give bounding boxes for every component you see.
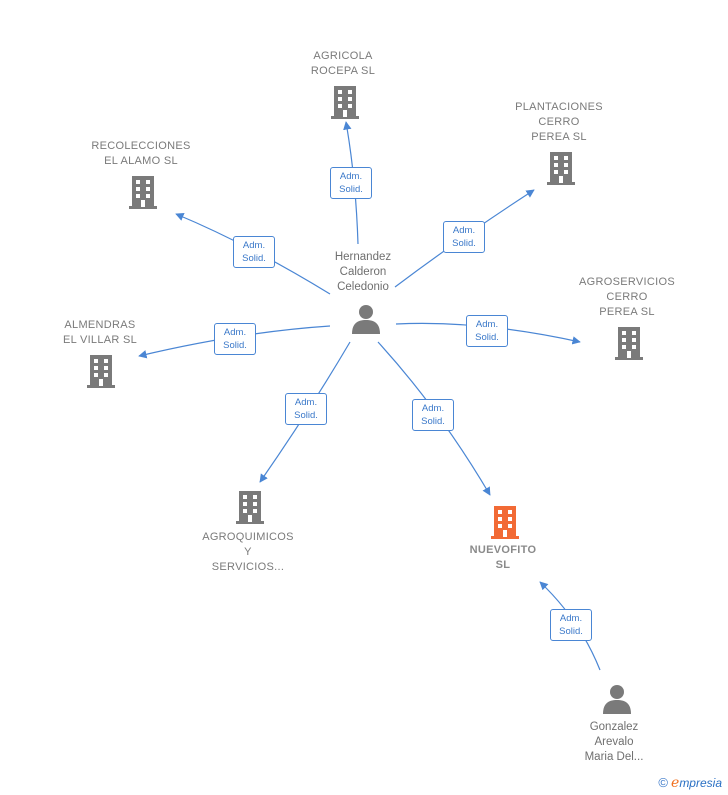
relation-type: Solid. bbox=[421, 416, 445, 427]
company-label-nuevofito[interactable]: NUEVOFITO SL bbox=[469, 544, 537, 571]
company-label-recolecciones[interactable]: RECOLECCIONES EL ALAMO SL bbox=[91, 140, 191, 167]
person-label-center[interactable]: Hernandez Calderon Celedonio bbox=[334, 251, 392, 293]
copyright-symbol: © bbox=[658, 775, 669, 790]
building-icon[interactable] bbox=[614, 326, 644, 360]
relation-badge-recolecciones[interactable]: Adm. Solid. bbox=[233, 236, 275, 268]
building-icon[interactable] bbox=[330, 85, 360, 119]
relation-badge-agricola[interactable]: Adm. Solid. bbox=[330, 167, 372, 199]
relation-role: Adm. bbox=[475, 319, 499, 330]
relation-type: Solid. bbox=[452, 238, 476, 249]
company-label-agricola[interactable]: AGRICOLA ROCEPA SL bbox=[310, 50, 376, 77]
relation-role: Adm. bbox=[559, 613, 583, 624]
relation-type: Solid. bbox=[294, 410, 318, 421]
building-icon-focus[interactable] bbox=[490, 505, 520, 539]
relation-type: Solid. bbox=[339, 184, 363, 195]
company-label-agroservicios[interactable]: AGROSERVICIOS CERRO PEREA SL bbox=[579, 276, 675, 318]
building-icon[interactable] bbox=[546, 151, 576, 185]
relation-type: Solid. bbox=[242, 253, 266, 264]
relation-role: Adm. bbox=[339, 171, 363, 182]
relation-role: Adm. bbox=[452, 225, 476, 236]
company-label-almendras[interactable]: ALMENDRAS EL VILLAR SL bbox=[62, 319, 138, 346]
relation-role: Adm. bbox=[223, 327, 247, 338]
relation-badge-almendras[interactable]: Adm. Solid. bbox=[214, 323, 256, 355]
relation-type: Solid. bbox=[475, 332, 499, 343]
relation-badge-second-person[interactable]: Adm. Solid. bbox=[550, 609, 592, 641]
relation-type: Solid. bbox=[559, 626, 583, 637]
relation-type: Solid. bbox=[223, 340, 247, 351]
empresia-watermark: ©empresia bbox=[658, 775, 722, 791]
building-icon[interactable] bbox=[86, 354, 116, 388]
brand-logo-e: e bbox=[671, 775, 680, 791]
relation-badge-agroservicios[interactable]: Adm. Solid. bbox=[466, 315, 508, 347]
relation-badge-plantaciones[interactable]: Adm. Solid. bbox=[443, 221, 485, 253]
building-icon[interactable] bbox=[128, 175, 158, 209]
relation-badge-nuevofito[interactable]: Adm. Solid. bbox=[412, 399, 454, 431]
relation-role: Adm. bbox=[242, 240, 266, 251]
building-icon[interactable] bbox=[235, 490, 265, 524]
relation-badge-agroquimicos[interactable]: Adm. Solid. bbox=[285, 393, 327, 425]
relation-role: Adm. bbox=[421, 403, 445, 414]
person-label-second[interactable]: Gonzalez Arevalo Maria Del... bbox=[584, 721, 644, 763]
company-label-agroquimicos[interactable]: AGROQUIMICOS Y SERVICIOS... bbox=[202, 531, 294, 573]
company-label-plantaciones[interactable]: PLANTACIONES CERRO PEREA SL bbox=[515, 101, 603, 143]
relation-role: Adm. bbox=[294, 397, 318, 408]
brand-logo-text: mpresia bbox=[679, 776, 722, 790]
person-icon[interactable] bbox=[351, 304, 381, 334]
person-icon[interactable] bbox=[602, 684, 632, 714]
